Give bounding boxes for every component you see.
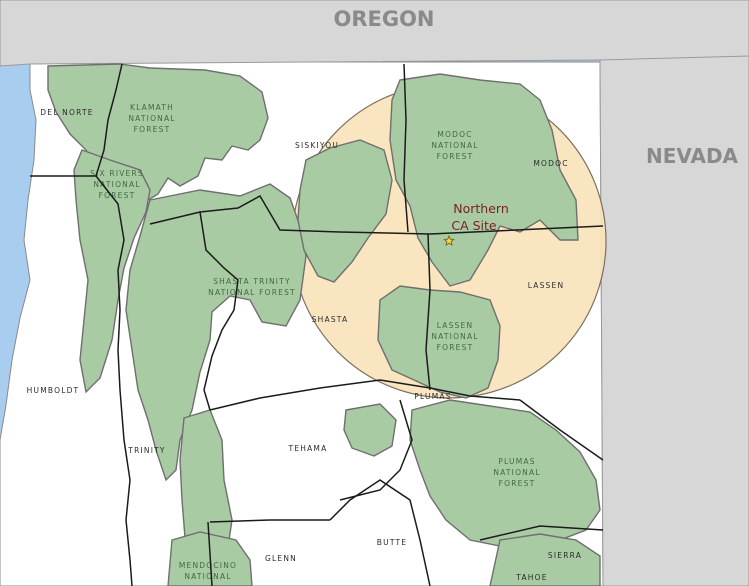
tehama-west-forest-area [343,403,397,457]
plumas-forest-label-3: FOREST [499,479,536,488]
site-label-line2: CA Site [451,218,497,233]
glenn-west-boundary [207,521,213,586]
county-label-humboldt: HUMBOLDT [27,386,80,395]
county-label-trinity: TRINITY [127,446,165,455]
glenn-north-boundary [209,519,330,523]
county-labels: DEL NORTE SISKIYOU MODOC SHASTA LASSEN H… [27,108,582,582]
county-label-modoc: MODOC [533,159,568,168]
six-rivers-forest-label-3: FOREST [99,191,136,200]
nevada-region [599,53,749,586]
star-icon [443,234,455,246]
lassen-forest-label-3: FOREST [437,343,474,352]
modoc-forest-label-1: MODOC [437,130,472,139]
county-label-butte: BUTTE [377,538,407,547]
county-label-tehama: TEHAMA [288,444,328,453]
modoc-west-area [297,139,393,283]
trinity-shasta-boundary [199,211,239,411]
lassen-forest-label-2: NATIONAL [431,332,478,341]
county-label-lassen: LASSEN [528,281,565,290]
tehama-east-boundary [339,399,413,501]
tehama-north-boundary [209,379,521,411]
sierra-north-boundary [479,525,604,541]
county-label-del-norte: DEL NORTE [40,108,93,117]
siskiyou-west-boundary [95,63,123,177]
modoc-siskiyou-boundary [403,63,409,233]
oregon-region [0,0,749,67]
county-label-plumas: PLUMAS [414,392,451,401]
humboldt-trinity-boundary [95,175,133,586]
shasta-trinity-forest-area [125,183,307,482]
six-rivers-forest-area [73,149,151,394]
county-boundaries [30,63,604,586]
plumas-east-boundary [519,399,604,461]
lassen-forest-area [377,285,501,399]
tahoe-forest-area [489,533,601,586]
klamath-forest-label-2: NATIONAL [128,114,175,123]
klamath-forest-label-3: FOREST [134,125,171,134]
mendocino-forest-label-2: NATIONAL [184,572,231,581]
county-label-sierra: SIERRA [548,551,582,560]
county-label-glenn: GLENN [265,554,297,563]
shasta-trinity-forest-label-2: NATIONAL FOREST [208,288,296,297]
mendocino-forest-label-1: MENDOCINO [179,561,237,570]
oregon-state-label: OREGON [333,7,434,31]
county-label-siskiyou: SISKIYOU [295,141,339,150]
klamath-forest-label-1: KLAMATH [130,103,174,112]
modoc-forest-label-2: NATIONAL [431,141,478,150]
modoc-forest-label-3: FOREST [437,152,474,161]
site-label-line1: Northern [453,201,509,216]
shasta-trinity-forest-label-1: SHASTA TRINITY [213,277,291,286]
plumas-forest-label-1: PLUMAS [498,457,535,466]
forest-labels: KLAMATH NATIONAL FOREST SIX RIVERS NATIO… [90,103,540,581]
shasta-lassen-boundary [425,233,431,391]
six-rivers-forest-label-2: NATIONAL [93,180,140,189]
butte-boundary [329,479,431,586]
county-label-tahoe: TAHOE [515,573,547,582]
siskiyou-shasta-boundary [149,194,604,235]
nevada-state-label: NEVADA [646,144,739,168]
site-annotation: Northern CA Site [443,201,509,246]
county-label-shasta: SHASTA [312,315,349,324]
plumas-forest-area [409,399,601,547]
six-rivers-forest-label-1: SIX RIVERS [90,169,144,178]
lassen-forest-label-1: LASSEN [437,321,474,330]
plumas-forest-label-2: NATIONAL [493,468,540,477]
